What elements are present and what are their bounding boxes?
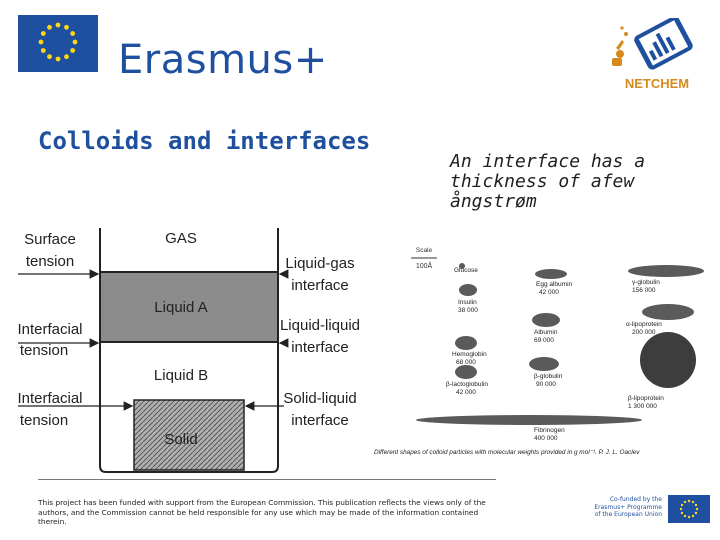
particle-alpha-lipoprotein [642,304,694,320]
label-fibrinogen: Fibrinogen [534,427,565,434]
liquid-b-label: Liquid B [154,367,208,384]
solid-liquid-interface-label-2: interface [291,412,349,429]
netchem-tablet-icon: NETCHEM [602,18,712,94]
mw-insulin: 38 000 [458,307,478,314]
scale-label: Scale [416,247,433,254]
eu-flag-small-icon [668,495,710,523]
mw-beta-lipoprotein: 1 300 000 [628,403,657,410]
surface-tension-label-2: tension [26,253,74,270]
particle-albumin [532,313,560,327]
label-beta-lipoprotein: β-lipoprotein [628,395,664,402]
figure-caption: Different shapes of colloid particles wi… [374,449,640,456]
mw-fibrinogen: 400 000 [534,435,558,442]
particle-egg-albumin [535,269,567,279]
mw-beta-globulin: 90 000 [536,381,556,388]
particle-gamma-globulin [628,265,704,277]
particle-insulin [459,284,477,296]
interfacial-tension-label-2b: tension [20,412,68,429]
funding-disclaimer: This project has been funded with suppor… [38,498,508,527]
netchem-logo: NETCHEM [602,18,712,94]
cofunded-text: Co-funded by the Erasmus+ Programme of t… [572,496,662,519]
liquid-gas-interface-label-2: interface [291,277,349,294]
label-alpha-lipoprotein: α-lipoprotein [626,321,662,328]
solid-liquid-interface-label-1: Solid-liquid [283,390,356,407]
interfacial-tension-label-1b: tension [20,342,68,359]
mw-alpha-lipoprotein: 200 000 [632,329,656,336]
eu-stars-icon [18,15,98,72]
erasmus-plus-logo: Erasmus+ [118,40,328,80]
label-gamma-globulin: γ-globulin [632,279,660,286]
footer-divider [38,479,496,480]
scale-value: 100Å [416,261,433,270]
particle-fibrinogen [416,415,642,425]
label-beta-lactoglobulin: β-lactoglobulin [446,381,488,388]
cofunded-logo: Co-funded by the Erasmus+ Programme of t… [570,491,710,529]
liquid-liquid-interface-label-1: Liquid-liquid [280,317,360,334]
particle-beta-lactoglobulin [455,365,477,379]
solid-label: Solid [164,431,197,448]
particle-hemoglobin [455,336,477,350]
liquid-a-label: Liquid A [154,299,207,316]
cofunded-line-3: of the European Union [572,511,662,519]
label-glucose: Glucose [454,267,478,274]
particle-beta-globulin [529,357,559,371]
interfacial-tension-label-1a: Interfacial [18,321,83,338]
gas-label: GAS [165,230,197,247]
mw-beta-lactoglobulin: 42 000 [456,389,476,396]
cofunded-line-1: Co-funded by the [572,496,662,504]
particle-beta-lipoprotein [640,332,696,388]
eu-flag-icon [18,15,98,72]
slide-subtitle: An interface has a thickness of afew ång… [450,152,710,212]
mw-albumin: 69 000 [534,337,554,344]
interfacial-tension-label-2a: Interfacial [18,390,83,407]
netchem-wordmark: NETCHEM [625,76,689,91]
label-albumin: Albumin [534,329,558,336]
interfaces-diagram: GAS Liquid A Liquid B Solid Surface tens… [18,222,380,478]
liquid-gas-interface-label-1: Liquid-gas [285,255,354,272]
colloid-particles-figure: Scale 100Å Glucose Insulin 38 000 Egg al… [374,238,720,464]
mw-hemoglobin: 68 000 [456,359,476,366]
label-egg-albumin: Egg albumin [536,281,573,288]
label-beta-globulin: β-globulin [534,373,563,380]
mw-egg-albumin: 42 000 [539,289,559,296]
slide-title: Colloids and interfaces [38,127,370,155]
label-hemoglobin: Hemoglobin [452,351,487,358]
surface-tension-label-1: Surface [24,231,76,248]
label-insulin: Insulin [458,299,477,306]
liquid-liquid-interface-label-2: interface [291,339,349,356]
cofunded-line-2: Erasmus+ Programme [572,504,662,512]
mw-gamma-globulin: 156 000 [632,287,656,294]
